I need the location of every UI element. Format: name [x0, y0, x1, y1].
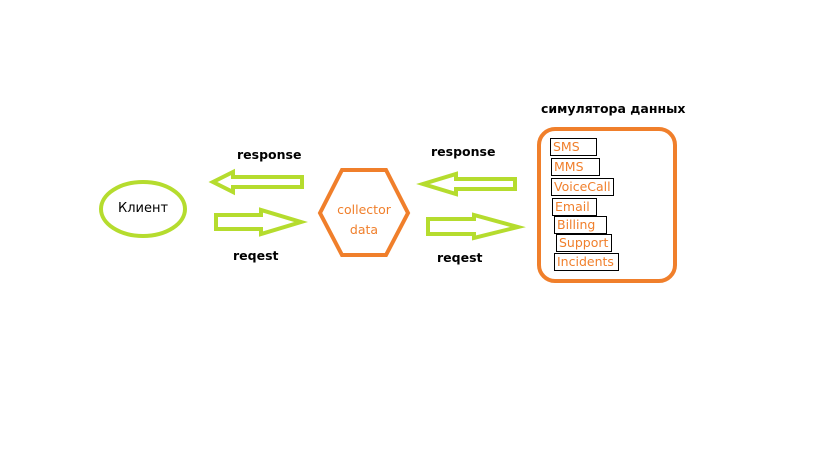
right-response-label: response	[431, 144, 496, 159]
sim-item-sms: SMS	[550, 138, 597, 156]
left-request-arrow	[214, 207, 308, 237]
client-node	[99, 180, 187, 238]
simulator-title: симулятора данных	[541, 101, 686, 116]
collector-label-line1: collector	[337, 202, 391, 217]
sim-item-incidents: Incidents	[554, 253, 619, 271]
collector-node	[317, 168, 411, 257]
sim-item-billing: Billing	[554, 216, 607, 234]
simulator-container	[537, 127, 677, 283]
collector-label-line2: data	[349, 222, 379, 237]
client-label: Клиент	[118, 201, 169, 216]
right-request-arrow	[426, 212, 526, 241]
left-request-label: reqest	[233, 248, 279, 263]
sim-item-support: Support	[556, 234, 612, 252]
right-response-arrow	[416, 171, 517, 197]
left-response-label: response	[237, 147, 302, 162]
sim-item-email: Email	[552, 198, 597, 216]
sim-item-mms: MMS	[551, 158, 600, 176]
collector-label: collector data	[318, 200, 410, 240]
right-request-label: reqest	[437, 250, 483, 265]
sim-item-voicecall: VoiceCall	[551, 178, 614, 196]
left-response-arrow	[208, 168, 304, 196]
